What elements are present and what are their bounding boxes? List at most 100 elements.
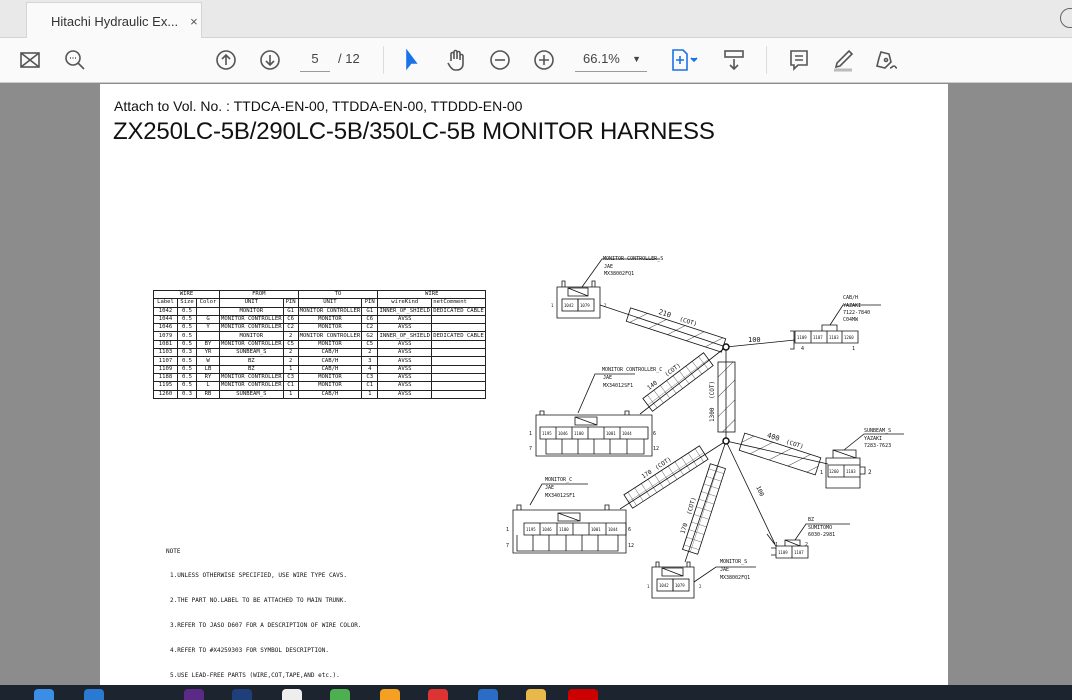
- close-tab-icon[interactable]: ×: [190, 13, 198, 29]
- bundle-400: 400(COT): [738, 431, 822, 476]
- connector-name: MONITOR CONTROLLER_S: [603, 256, 663, 262]
- pdf-page: Attach to Vol. No. : TTDCA-EN-00, TTDDA-…: [100, 84, 948, 685]
- bundle-length: 170: [680, 522, 690, 535]
- bundle-end-marks: [766, 330, 795, 547]
- pin: 1109: [778, 550, 788, 555]
- next-page-icon[interactable]: [258, 46, 282, 74]
- pin: 1079: [580, 303, 590, 308]
- connector-bz: 1109 1107 1 2 BZ SUMITOMO 6030-2981: [771, 517, 850, 559]
- bundle-length: 1300: [709, 407, 716, 422]
- hand-tool-icon[interactable]: [444, 46, 468, 74]
- connector-maker: JAE: [545, 485, 554, 491]
- pin-number: 1: [506, 527, 509, 533]
- bundle-140: 140(COT): [642, 352, 714, 412]
- table-cell: 1: [282, 389, 299, 399]
- taskbar-acrobat-icon[interactable]: [568, 689, 598, 700]
- pin-number: 1: [529, 431, 532, 437]
- note-item: 2.THE PART NO.LABEL TO BE ATTACHED TO MA…: [170, 597, 348, 605]
- document-title: ZX250LC-5B/290LC-5B/350LC-5B MONITOR HAR…: [113, 118, 715, 145]
- sign-icon[interactable]: [875, 46, 899, 74]
- connector-monitor-controller-s: 1042 1079 1 2 MONITOR CONTROLLER_S JAE M…: [551, 256, 663, 319]
- table-cell: [431, 389, 487, 399]
- pin: 1042: [659, 583, 669, 588]
- notes-heading: NOTE: [166, 547, 181, 555]
- taskbar-app-icon[interactable]: [282, 689, 302, 700]
- tab-document[interactable]: Hitachi Hydraulic Ex... ×: [26, 2, 202, 39]
- taskbar-app-icon[interactable]: [232, 689, 252, 700]
- help-icon[interactable]: [1060, 8, 1072, 28]
- page-number-input[interactable]: 5: [300, 48, 330, 72]
- connector-part: 7122-7840: [843, 310, 870, 316]
- pin-number: 1: [775, 542, 778, 548]
- taskbar-app-icon[interactable]: [428, 689, 448, 700]
- pin-number: 2: [868, 469, 872, 476]
- taskbar-app-icon[interactable]: [526, 689, 546, 700]
- connector-name: MONITOR_C: [545, 477, 572, 483]
- pin: 1260: [844, 335, 854, 340]
- pin-number: 2: [805, 542, 808, 548]
- highlight-pen-icon[interactable]: [831, 46, 855, 74]
- pin: 1100: [559, 527, 569, 532]
- comment-icon[interactable]: [787, 46, 811, 74]
- zoom-in-icon[interactable]: [532, 46, 556, 74]
- pin-number: 1: [551, 303, 554, 308]
- document-viewer[interactable]: Attach to Vol. No. : TTDCA-EN-00, TTDDA-…: [0, 84, 1072, 685]
- tab-bar: Hitachi Hydraulic Ex... ×: [0, 0, 1072, 39]
- attach-volume-text: Attach to Vol. No. : TTDCA-EN-00, TTDDA-…: [114, 98, 523, 114]
- notes: NOTE 1.UNLESS OTHERWISE SPECIFIED, USE W…: [166, 531, 361, 697]
- pin-number: 12: [628, 543, 634, 549]
- taskbar-app-icon[interactable]: [84, 689, 104, 700]
- taskbar-app-icon[interactable]: [34, 689, 54, 700]
- pin-number: 1: [647, 584, 650, 589]
- bundle-cot: (COT): [709, 381, 716, 399]
- previous-page-icon[interactable]: [214, 46, 238, 74]
- bundle-170-a: 170(COT): [623, 445, 709, 509]
- taskbar-app-icon[interactable]: [380, 689, 400, 700]
- search-icon[interactable]: [63, 46, 87, 74]
- connector-part: C04MW: [843, 317, 859, 323]
- scroll-mode-icon[interactable]: [722, 46, 746, 74]
- pin: 1195: [526, 527, 536, 532]
- connector-part: 7283-7623: [864, 443, 891, 449]
- page-total: / 12: [338, 51, 360, 66]
- chevron-down-icon: ▼: [632, 54, 641, 64]
- connector-name: SUNBEAM_S: [864, 428, 891, 434]
- taskbar-app-icon[interactable]: [184, 689, 204, 700]
- tab-title: Hitachi Hydraulic Ex...: [51, 13, 179, 29]
- note-item: 5.USE LEAD-FREE PARTS (WIRE,COT,TAPE,AND…: [170, 672, 340, 680]
- connector-name: CAB/H: [843, 295, 858, 301]
- table-cell: RB: [196, 389, 220, 399]
- pin: 1044: [608, 527, 618, 532]
- harness-diagram: 210(COT) 100 140(COT) 1300(COT) 400(COT)…: [506, 256, 904, 599]
- junction: [722, 343, 730, 351]
- pin: 1103: [846, 469, 856, 474]
- taskbar-app-icon[interactable]: [330, 689, 350, 700]
- zoom-select[interactable]: 66.1%▼: [575, 48, 647, 72]
- pin-number: 2: [699, 584, 702, 589]
- pin: 1107: [794, 550, 804, 555]
- pin: 1079: [675, 583, 685, 588]
- pin: 1100: [574, 431, 584, 436]
- bundle-length: 400: [766, 431, 781, 443]
- taskbar-app-icon[interactable]: [478, 689, 498, 700]
- pin: 1046: [542, 527, 552, 532]
- bundle-170-b: 170(COT): [680, 463, 727, 555]
- connector-part: MX38002FQ1: [604, 271, 634, 277]
- zoom-out-icon[interactable]: [488, 46, 512, 74]
- pin: 1001: [591, 527, 601, 532]
- pin: 1042: [564, 303, 574, 308]
- connector-maker: JAE: [603, 375, 612, 381]
- pin-number: 4: [801, 346, 804, 352]
- fit-page-icon[interactable]: [666, 46, 702, 74]
- connector-monitor-controller-c: 1195 1046 1100 1001 1044 1 6 7 12 MONITO…: [529, 367, 662, 457]
- select-tool-icon[interactable]: [400, 46, 424, 74]
- pin-number: 7: [529, 446, 532, 452]
- email-icon[interactable]: [18, 46, 42, 74]
- connector-maker: YAZAKI: [864, 436, 882, 442]
- junction: [722, 437, 730, 445]
- connector-maker: SUMITOMO: [808, 525, 832, 531]
- divider: [383, 46, 384, 74]
